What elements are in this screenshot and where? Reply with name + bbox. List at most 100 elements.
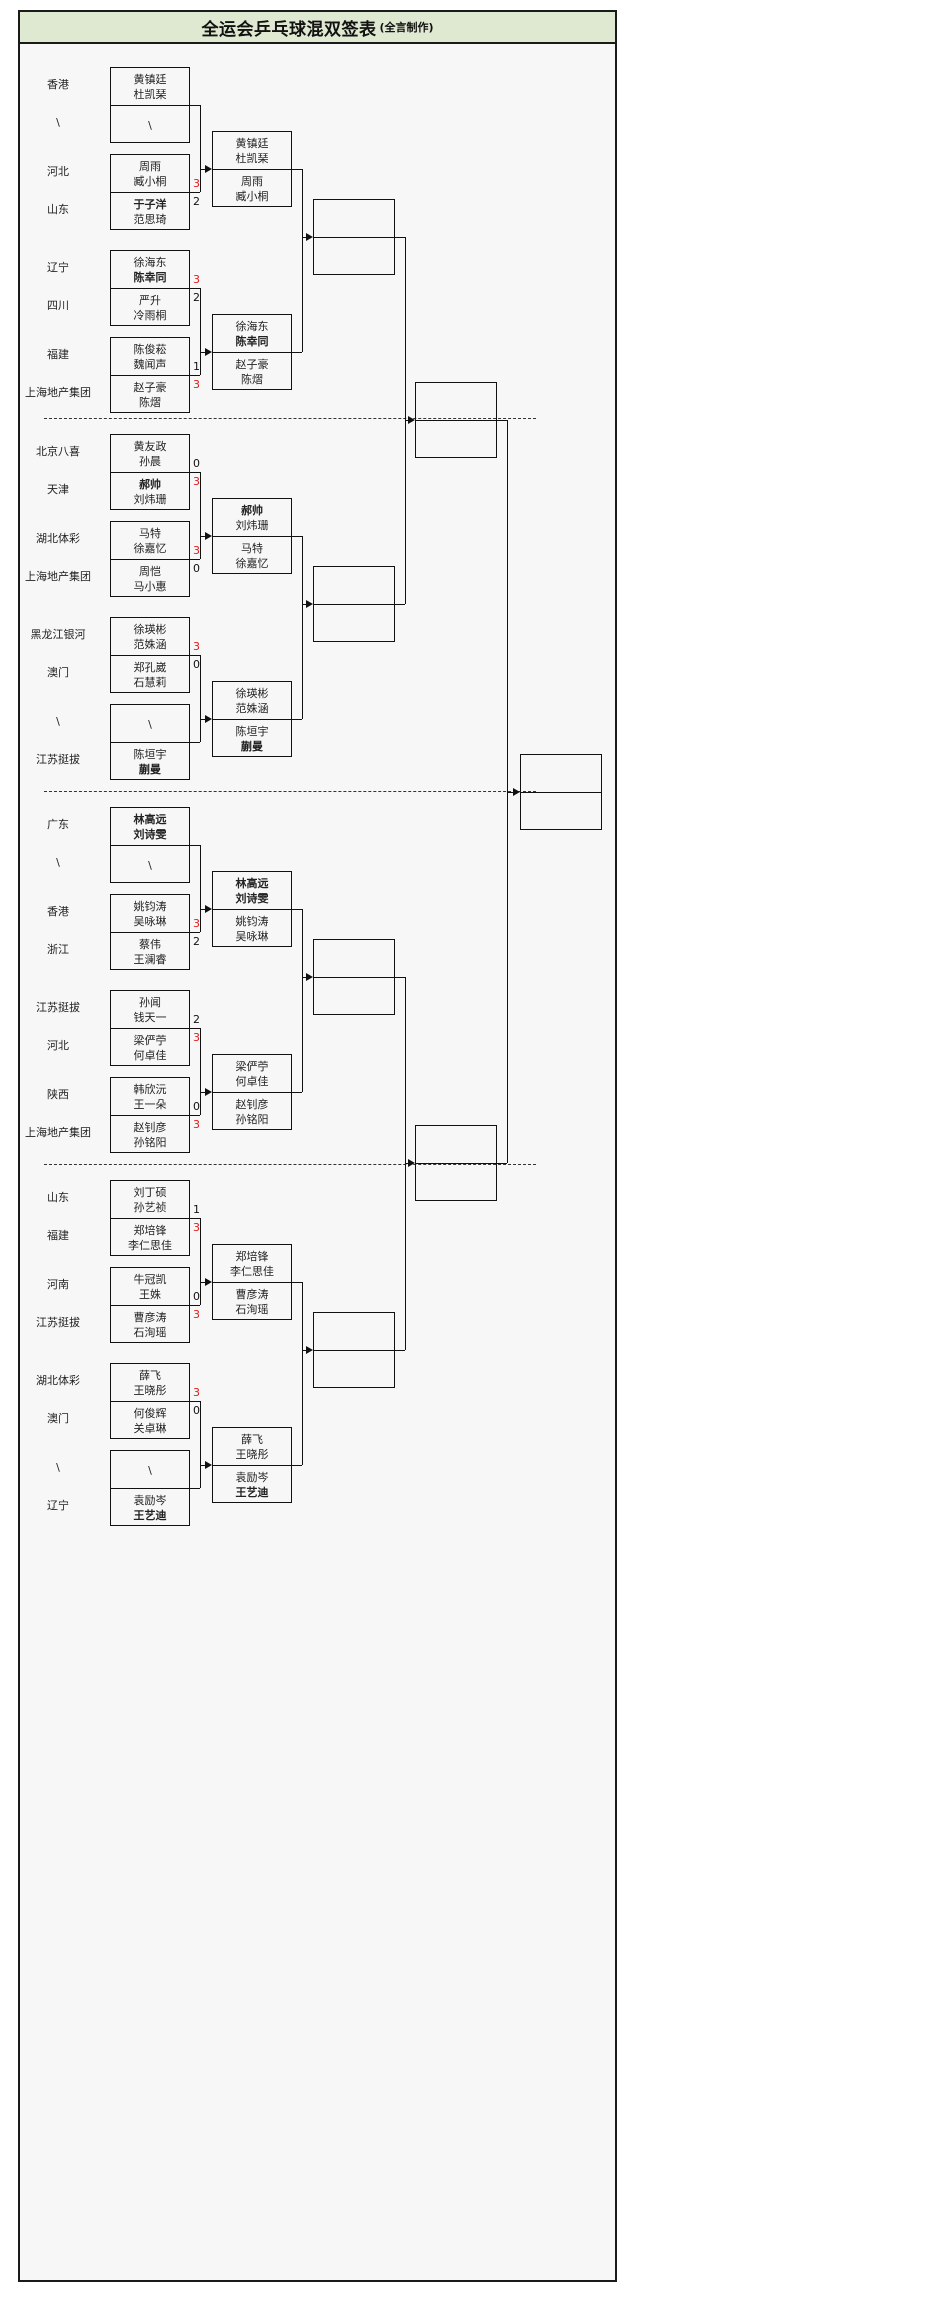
r1-m2-team-bottom: 山东 bbox=[47, 203, 69, 216]
r1-m7: 徐瑛彬范姝涵郑孔崴石慧莉 bbox=[110, 617, 190, 693]
connector-r1r2-8-stub-top bbox=[190, 1401, 200, 1402]
connector-r2r3-4-stub-bottom bbox=[292, 1465, 302, 1466]
r1-m8-bottom-entry: 陈垣宇蒯曼 bbox=[111, 743, 189, 781]
r1-m12-bottom-entry: 赵钊彦孙铭阳 bbox=[111, 1116, 189, 1154]
connector-r2r3-1-feed bbox=[302, 237, 307, 238]
connector-r1r2-3-feed bbox=[200, 536, 206, 537]
r2-m1: 黄镇廷杜凯琹周雨臧小桐 bbox=[212, 131, 292, 207]
r1-m14: 牛冠凯王姝曹彦涛石洵瑶 bbox=[110, 1267, 190, 1343]
r2-m5-top-line1: 林高远 bbox=[235, 877, 269, 890]
r1-m13: 刘丁硕孙艺祯郑培锋李仁思佳 bbox=[110, 1180, 190, 1256]
r1-m4-top-entry: 陈俊菘魏闻声 bbox=[111, 338, 189, 376]
r1-m16-top-entry: \ bbox=[111, 1451, 189, 1489]
r2-m3-divider bbox=[213, 536, 291, 537]
r2-m1-bottom-line2: 臧小桐 bbox=[235, 190, 269, 203]
r1-m2-team-top: 河北 bbox=[47, 165, 69, 178]
r1-m5-team-top: 北京八喜 bbox=[36, 445, 80, 458]
connector-r1r2-6-arrow bbox=[205, 1088, 212, 1096]
connector-r1r2-7-feed bbox=[200, 1282, 206, 1283]
connector-r2r3-1-arrow bbox=[306, 233, 313, 241]
r1-m1-top-line2: 杜凯琹 bbox=[133, 88, 167, 101]
connector-r1r2-3-riser bbox=[200, 472, 201, 559]
r2-m5-divider bbox=[213, 909, 291, 910]
r1-m10: 姚钧涛吴咏琳蔡伟王澜睿 bbox=[110, 894, 190, 970]
r2-m8-top-line2: 王晓彤 bbox=[235, 1448, 269, 1461]
r2-m4-bottom-entry: 陈垣宇蒯曼 bbox=[213, 720, 291, 758]
r2-m7-bottom-entry: 曹彦涛石洵瑶 bbox=[213, 1283, 291, 1321]
r1-m7-top-line2: 范姝涵 bbox=[133, 638, 167, 651]
r1-m10-team-bottom: 浙江 bbox=[47, 943, 69, 956]
r1-m1: 黄镇廷杜凯琹\ bbox=[110, 67, 190, 143]
r1-m8-divider bbox=[111, 742, 189, 743]
r1-m13-team-bottom: 福建 bbox=[47, 1229, 69, 1242]
r1-m8-top-entry: \ bbox=[111, 705, 189, 743]
r1-m15-bottom-line2: 关卓琳 bbox=[133, 1422, 167, 1435]
r1-m7-bottom-score: 0 bbox=[193, 658, 200, 671]
connector-r4f-1-stub-bottom bbox=[497, 1163, 507, 1164]
r1-m10-top-score: 3 bbox=[193, 917, 200, 930]
page-title: 全运会乒乓球混双签表 bbox=[201, 19, 377, 40]
r1-m6-bottom-line1: 周恺 bbox=[139, 565, 161, 578]
r3-m2-top-entry bbox=[314, 567, 394, 605]
r3-m4 bbox=[313, 1312, 395, 1388]
r2-m2-top-entry: 徐海东陈幸同 bbox=[213, 315, 291, 353]
r1-m2-bottom-line2: 范思琦 bbox=[133, 213, 167, 226]
r2-m6-bottom-line2: 孙铭阳 bbox=[235, 1113, 269, 1126]
r1-m12-team-bottom: 上海地产集团 bbox=[25, 1126, 91, 1139]
r1-m8-bottom-line2: 蒯曼 bbox=[139, 763, 161, 776]
r4-m2 bbox=[415, 1125, 497, 1201]
section-divider-3 bbox=[44, 1164, 536, 1165]
connector-r2r3-3-stub-top bbox=[292, 909, 302, 910]
r1-m6-team-top: 湖北体彩 bbox=[36, 532, 80, 545]
connector-r1r2-4-feed bbox=[200, 719, 206, 720]
final-m1-divider bbox=[521, 792, 601, 793]
connector-r3r4-1-stub-bottom bbox=[395, 604, 405, 605]
r1-m11-divider bbox=[111, 1028, 189, 1029]
r2-m4-divider bbox=[213, 719, 291, 720]
r1-m10-top-line2: 吴咏琳 bbox=[133, 915, 167, 928]
connector-r1r2-3-arrow bbox=[205, 532, 212, 540]
r1-m16-divider bbox=[111, 1488, 189, 1489]
r2-m8-bottom-line1: 袁励岑 bbox=[235, 1471, 269, 1484]
connector-r2r3-4-stub-top bbox=[292, 1282, 302, 1283]
r1-m7-top-entry: 徐瑛彬范姝涵 bbox=[111, 618, 189, 656]
r1-m13-team-top: 山东 bbox=[47, 1191, 69, 1204]
r1-m7-bottom-entry: 郑孔崴石慧莉 bbox=[111, 656, 189, 694]
r1-m16-team-bottom: 辽宁 bbox=[47, 1499, 69, 1512]
r1-m10-top-entry: 姚钧涛吴咏琳 bbox=[111, 895, 189, 933]
r1-m8-top-line1: \ bbox=[148, 717, 152, 731]
r1-m4-top-line1: 陈俊菘 bbox=[133, 343, 167, 356]
r1-m11-bottom-line1: 梁俨苧 bbox=[133, 1034, 167, 1047]
connector-r1r2-5-stub-bottom bbox=[190, 932, 200, 933]
r1-m2-divider bbox=[111, 192, 189, 193]
r1-m5-top-score: 0 bbox=[193, 457, 200, 470]
r1-m16-bottom-line1: 袁励岑 bbox=[133, 1494, 167, 1507]
r1-m7-top-score: 3 bbox=[193, 640, 200, 653]
r3-m1-bottom-entry bbox=[314, 238, 394, 276]
r2-m2-bottom-line1: 赵子豪 bbox=[235, 358, 269, 371]
r1-m2-top-score: 3 bbox=[193, 177, 200, 190]
r2-m3-top-entry: 郝帅刘炜珊 bbox=[213, 499, 291, 537]
r1-m6: 马特徐嘉忆周恺马小惠 bbox=[110, 521, 190, 597]
connector-r2r3-4-feed bbox=[302, 1350, 307, 1351]
r1-m4-team-bottom: 上海地产集团 bbox=[25, 386, 91, 399]
r1-m6-top-line1: 马特 bbox=[139, 527, 161, 540]
r1-m16: \袁励岑王艺迪 bbox=[110, 1450, 190, 1526]
r1-m5-top-line2: 孙晨 bbox=[139, 455, 161, 468]
connector-r2r3-2-feed bbox=[302, 604, 307, 605]
r1-m12-bottom-score: 3 bbox=[193, 1118, 200, 1131]
connector-r2r3-1-stub-top bbox=[292, 169, 302, 170]
r1-m14-bottom-entry: 曹彦涛石洵瑶 bbox=[111, 1306, 189, 1344]
r1-m2-top-line1: 周雨 bbox=[139, 160, 161, 173]
r2-m5-bottom-line2: 吴咏琳 bbox=[235, 930, 269, 943]
r2-m2-divider bbox=[213, 352, 291, 353]
r1-m1-top-line1: 黄镇廷 bbox=[133, 73, 167, 86]
r1-m5-top-entry: 黄友政孙晨 bbox=[111, 435, 189, 473]
r1-m11-top-entry: 孙闻钱天一 bbox=[111, 991, 189, 1029]
connector-r2r3-1-riser bbox=[302, 169, 303, 352]
r1-m4-top-line2: 魏闻声 bbox=[133, 358, 167, 371]
r1-m14-bottom-line2: 石洵瑶 bbox=[133, 1326, 167, 1339]
r1-m12-team-top: 陕西 bbox=[47, 1088, 69, 1101]
page-subtitle: (全言制作) bbox=[379, 21, 434, 34]
r1-m9: 林高远刘诗雯\ bbox=[110, 807, 190, 883]
